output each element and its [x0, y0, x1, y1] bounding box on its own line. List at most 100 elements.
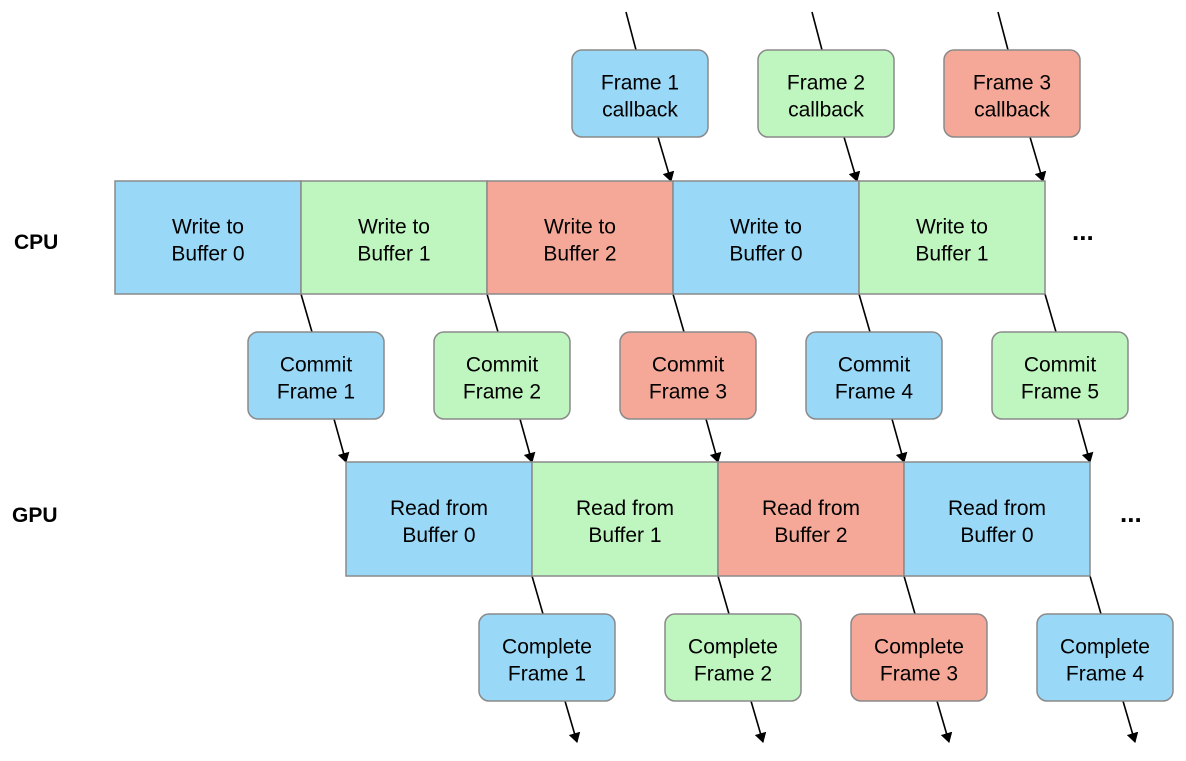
frame-callback-box-label: Frame 2 callback: [787, 72, 865, 122]
cpu-to-commit-line: [672, 293, 685, 333]
frame-callback-box-bg: [943, 49, 1081, 138]
commit-to-gpu-arrow: [1077, 418, 1094, 463]
gpu-read-segment-bg: [717, 461, 905, 577]
cpu-to-commit-line: [300, 293, 313, 333]
commit-frame-box-label-line: Commit: [466, 354, 538, 377]
callback-to-cpu-arrow: [1029, 136, 1047, 182]
gpu-read-segment-bg: [903, 461, 1091, 577]
commit-frame-box-bg: [247, 331, 385, 420]
complete-frame-box-label-line: Frame 3: [880, 663, 958, 686]
commit-frame-box-bg: [991, 331, 1129, 420]
complete-frame-box-bg: [850, 613, 988, 702]
cpu-write-segment-bg: [858, 180, 1046, 295]
commit-frame-box-label-line: Commit: [838, 354, 910, 377]
gpu-to-complete-line: [1089, 575, 1102, 615]
complete-output-arrow: [936, 700, 953, 743]
complete-frame-box-label-line: Complete: [502, 636, 592, 659]
complete-frame-box-label-line: Complete: [874, 636, 964, 659]
complete-output-arrow: [1122, 700, 1139, 743]
commit-frame-box-bg: [433, 331, 571, 420]
complete-output-arrow: [564, 700, 581, 743]
cpu-write-segment-label-line: Write to: [730, 216, 802, 239]
cpu-write-segment-bg: [300, 180, 488, 295]
cpu-to-commit-line: [1044, 293, 1057, 333]
commit-frame-box-label-line: Frame 3: [649, 381, 727, 404]
commit-frame-box-label-line: Frame 1: [277, 381, 355, 404]
commit-frame-box-label-line: Commit: [652, 354, 724, 377]
cpu-write-segment-label: Write to Buffer 0: [171, 216, 244, 266]
complete-frame-box-label-line: Frame 2: [694, 663, 772, 686]
connector-layer: [300, 11, 1139, 743]
commit-frame-box-label-line: Commit: [1024, 354, 1096, 377]
cpu-write-segment-label-line: Buffer 0: [729, 243, 802, 266]
cpu-write-segment-label-line: Buffer 1: [915, 243, 988, 266]
commit-frame-box-label-line: Frame 5: [1021, 381, 1099, 404]
commit-frame-box-label-line: Frame 2: [463, 381, 541, 404]
cpu-write-segment-label-line: Buffer 2: [543, 243, 616, 266]
cpu-write-segment-5: Write to Buffer 1: [858, 180, 1046, 295]
commit-frame-box-label-line: Frame 4: [835, 381, 914, 404]
frame-callback-box-label-line: Frame 2: [787, 72, 865, 95]
gpu-read-segment-label-line: Buffer 1: [588, 524, 661, 547]
gpu-read-segment-label-line: Read from: [390, 497, 488, 520]
complete-output-arrow: [750, 700, 767, 743]
complete-frame-box-bg: [664, 613, 802, 702]
frame-callback-box-bg: [757, 49, 895, 138]
frame-callback-box-label-line: callback: [788, 99, 864, 122]
cpu-write-segment-label-line: Write to: [358, 216, 430, 239]
callback-to-cpu-arrow: [843, 136, 861, 182]
cpu-write-segment-label-line: Write to: [916, 216, 988, 239]
commit-to-gpu-arrow: [519, 418, 536, 463]
cpu-write-segment-label-line: Write to: [172, 216, 244, 239]
gpu-read-segment-label-line: Read from: [762, 497, 860, 520]
cpu-write-segment-label-line: Buffer 0: [171, 243, 244, 266]
frame-callback-box-label-line: Frame 1: [601, 72, 679, 95]
gpu-read-segment-label-line: Buffer 0: [402, 524, 475, 547]
callback-input-line: [811, 11, 823, 51]
gpu-lane-label: GPU: [12, 504, 58, 527]
gpu-read-segment-label-line: Read from: [948, 497, 1046, 520]
cpu-write-segment-3: Write to Buffer 2: [486, 180, 674, 295]
callback-input-line: [997, 11, 1009, 51]
frame-callback-box-2: Frame 2 callback: [757, 49, 895, 138]
gpu-read-segment-bg: [531, 461, 719, 577]
gpu-to-complete-line: [717, 575, 730, 615]
gpu-to-complete-line: [531, 575, 544, 615]
complete-frame-box-label-line: Complete: [1060, 636, 1150, 659]
commit-to-gpu-arrow: [333, 418, 350, 463]
cpu-continuation-ellipsis: ...: [1072, 216, 1094, 246]
cpu-write-segment-label-line: Write to: [544, 216, 616, 239]
complete-frame-box-label-line: Complete: [688, 636, 778, 659]
gpu-read-segment-bg: [345, 461, 533, 577]
gpu-read-segment-label-line: Buffer 0: [960, 524, 1033, 547]
cpu-write-segment-bg: [486, 180, 674, 295]
cpu-lane-label: CPU: [14, 231, 58, 254]
gpu-to-complete-line: [903, 575, 916, 615]
